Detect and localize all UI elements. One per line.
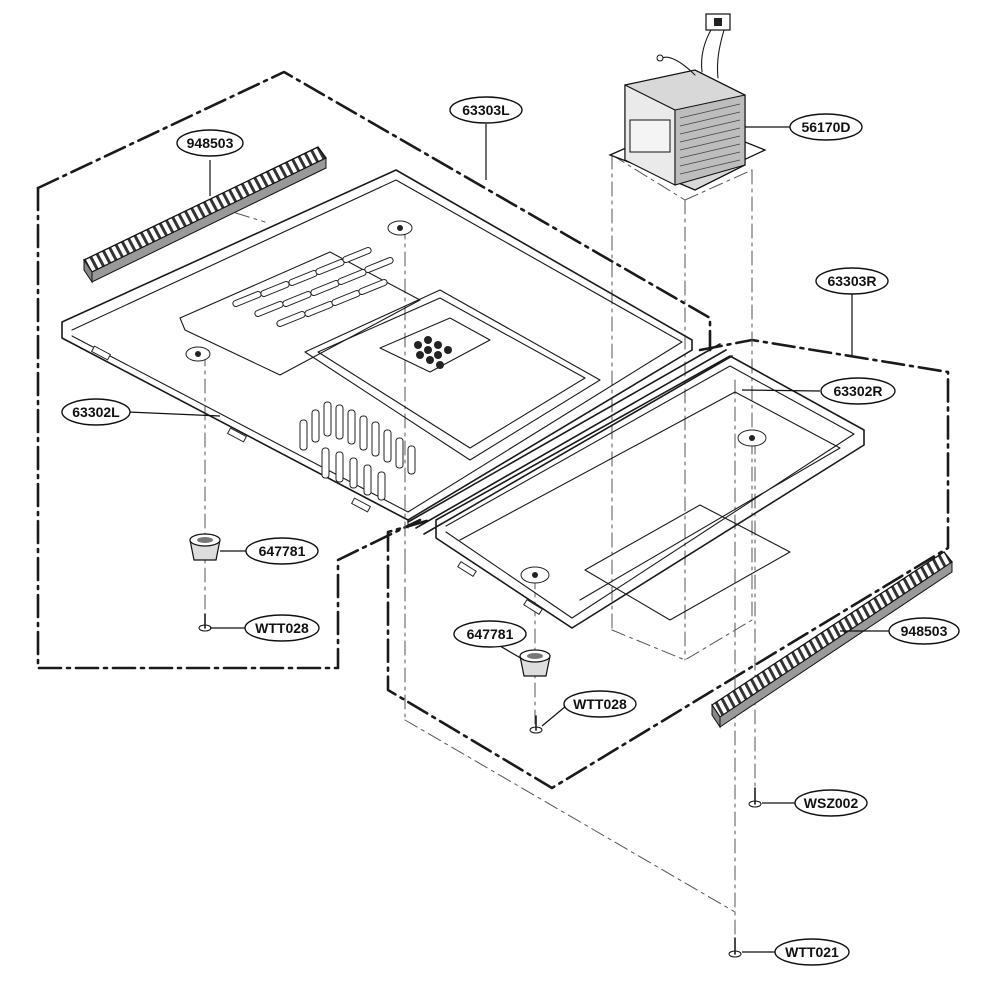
- right-group-boundary: [386, 338, 950, 790]
- screw-icon: [748, 787, 762, 808]
- dot-grid: [414, 336, 452, 369]
- callout-plate-right: 63303R: [815, 267, 889, 295]
- screw-icon: [529, 715, 543, 734]
- callout-seal-top-left: 948503: [176, 129, 244, 157]
- screw-icon: [728, 937, 742, 958]
- center-lines: [204, 154, 756, 956]
- seal-strip-icon: [711, 551, 953, 729]
- callout-base-left: 63302L: [61, 398, 131, 426]
- label-plate-right: 63303R: [827, 273, 876, 289]
- label-plate-left: 63303L: [462, 102, 510, 118]
- transformer-icon: [608, 13, 767, 191]
- callout-screw-right: WTT028: [563, 690, 637, 718]
- label-screw-bottom: WTT021: [785, 944, 839, 960]
- callout-seal-right: 948503: [888, 617, 960, 645]
- label-base-left: 63302L: [72, 404, 120, 420]
- leader-lines: [127, 124, 890, 953]
- left-group-boundary: [36, 70, 712, 670]
- label-screw-right: WTT028: [573, 696, 627, 712]
- label-foot-left: 647781: [259, 543, 306, 559]
- callout-foot-left: 647781: [245, 537, 319, 565]
- label-base-right: 63302R: [833, 383, 882, 399]
- callout-screw-sz: WSZ002: [794, 789, 868, 817]
- callout-transformer: 56170D: [789, 113, 863, 141]
- callout-base-right: 63302R: [820, 377, 896, 405]
- label-foot-right: 647781: [467, 626, 514, 642]
- screw-icon: [198, 613, 212, 632]
- foot-icon: [189, 533, 221, 561]
- base-plate-right-icon: [407, 343, 865, 629]
- seal-strip-icon: [83, 146, 327, 284]
- base-plate-left-icon: [61, 169, 693, 529]
- callout-screw-left: WTT028: [244, 614, 320, 642]
- label-screw-left: WTT028: [255, 620, 309, 636]
- louvers: [299, 401, 416, 501]
- foot-icon: [519, 649, 551, 677]
- callout-screw-bottom: WTT021: [774, 938, 850, 966]
- label-seal-top-left: 948503: [187, 135, 234, 151]
- label-seal-right: 948503: [901, 623, 948, 639]
- label-transformer: 56170D: [801, 119, 850, 135]
- vent-slots: [232, 247, 394, 327]
- callout-plate-left: 63303L: [449, 96, 523, 124]
- label-screw-sz: WSZ002: [804, 795, 859, 811]
- callout-foot-right: 647781: [453, 620, 527, 648]
